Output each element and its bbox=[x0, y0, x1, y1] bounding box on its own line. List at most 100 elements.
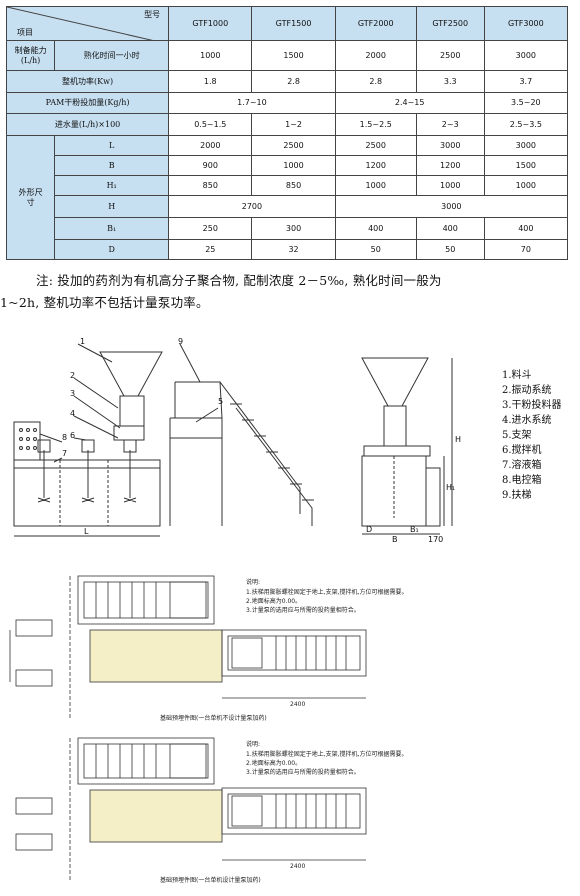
table-cell: 400 bbox=[334, 217, 417, 240]
model-header: GTF2500 bbox=[415, 6, 485, 41]
water-row: 进水量(L/h)×100 0.5~1.5 1~2 1.5~2.5 2~3 2.5… bbox=[5, 113, 569, 136]
dim-row-B: B 900 1000 1200 1200 1500 bbox=[7, 155, 569, 176]
legend-item: 5.支架 bbox=[502, 430, 532, 441]
dim-key: H bbox=[54, 195, 170, 218]
table-cell: 25 bbox=[168, 239, 253, 260]
table-cell: 2.8 bbox=[334, 70, 417, 93]
power-label: 整机功率(Kw) bbox=[5, 70, 170, 93]
plan1-caption: 基础预埋件图(一台单机不设计量泵加药) bbox=[160, 714, 267, 722]
dim-key: D bbox=[54, 239, 170, 260]
table-cell: 32 bbox=[251, 239, 336, 260]
plan2-note: 1.扶梯用膨胀螺栓固定于地上,支架,搅拌机,方位可根据需要。 bbox=[246, 750, 407, 758]
dim-key: H₁ bbox=[54, 175, 170, 196]
prep-label: 制备能力(L/h) bbox=[5, 40, 56, 71]
callout-4: 4 bbox=[70, 409, 75, 418]
dim-row-D: D 25 32 50 50 70 bbox=[7, 239, 569, 260]
legend-item: 3.干粉投料器 bbox=[502, 400, 562, 411]
dims-label: 外形尺寸 bbox=[5, 135, 56, 260]
note-line: 注: 投加的药剂为有机高分子聚合物, 配制浓度 2－5‰, 熟化时间一般为 bbox=[36, 273, 442, 288]
table-cell: 2000 bbox=[334, 40, 417, 71]
table-cell: 3.3 bbox=[415, 70, 485, 93]
table-cell: 850 bbox=[251, 175, 336, 196]
dim-row-H1: H₁ 850 850 1000 1000 1000 bbox=[7, 175, 569, 196]
table-cell: 1200 bbox=[415, 155, 485, 176]
table-cell: 400 bbox=[415, 217, 485, 240]
equipment-elevation-drawing: 1 2 3 4 5 6 7 8 9 L H H₁ B B₁ 170 D bbox=[13, 338, 461, 543]
legend-item: 8.电控箱 bbox=[502, 475, 542, 486]
dim-label-D: D bbox=[366, 525, 372, 534]
table-cell: 250 bbox=[168, 217, 253, 240]
dim-key: B bbox=[54, 155, 170, 176]
parts-legend: 1.料斗 2.振动系统 3.干粉投料器 4.进水系统 5.支架 6.搅拌机 7.… bbox=[502, 368, 562, 503]
table-cell: 2.4~15 bbox=[334, 92, 485, 114]
plan2-caption: 基础预埋件图(一台单机设计量泵加药) bbox=[160, 876, 261, 884]
table-cell: 300 bbox=[251, 217, 336, 240]
callout-5: 5 bbox=[218, 397, 223, 406]
table-cell: 2.8 bbox=[251, 70, 336, 93]
callout-6: 6 bbox=[70, 431, 75, 440]
table-cell: 1.5~2.5 bbox=[334, 113, 417, 136]
prep-sublabel: 熟化时间一小时 bbox=[54, 40, 170, 71]
prep-row: 制备能力(L/h) 熟化时间一小时 1000 1500 2000 2500 30… bbox=[5, 40, 569, 71]
table-cell: 3000 bbox=[415, 135, 485, 156]
table-cell: 2~3 bbox=[415, 113, 485, 136]
callout-2: 2 bbox=[70, 371, 75, 380]
table-cell: 1500 bbox=[251, 40, 336, 71]
callout-8: 8 bbox=[62, 433, 67, 442]
legend-item: 2.振动系统 bbox=[502, 385, 552, 396]
table-cell: 2700 bbox=[168, 195, 336, 218]
table-cell: 1.8 bbox=[168, 70, 253, 93]
legend-item: 7.溶液箱 bbox=[502, 460, 542, 471]
foundation-plan-drawings: 基础预埋件图(一台单机不设计量泵加药) 2400 说明: 1.扶梯用膨胀螺栓固定… bbox=[9, 575, 407, 884]
power-row: 整机功率(Kw) 1.8 2.8 2.8 3.3 3.7 bbox=[5, 70, 569, 93]
table-cell: 1000 bbox=[334, 175, 417, 196]
table-cell: 0.5~1.5 bbox=[168, 113, 253, 136]
table-cell: 2500 bbox=[334, 135, 417, 156]
table-cell: 3000 bbox=[483, 40, 569, 71]
table-cell: 50 bbox=[415, 239, 485, 260]
dim-label-170: 170 bbox=[428, 535, 443, 543]
table-cell: 1000 bbox=[483, 175, 569, 196]
header-diagonal bbox=[7, 7, 155, 41]
dim-label-L: L bbox=[84, 527, 89, 536]
plan2-dim-2400: 2400 bbox=[290, 863, 305, 870]
table-cell: 2500 bbox=[415, 40, 485, 71]
table-cell: 2500 bbox=[251, 135, 336, 156]
table-cell: 3000 bbox=[334, 195, 569, 218]
header-item-label: 项目 bbox=[17, 27, 33, 37]
callout-9: 9 bbox=[178, 338, 183, 346]
control-box bbox=[13, 421, 41, 461]
header-type-label: 型号 bbox=[144, 10, 161, 19]
dim-label-H1: H₁ bbox=[446, 483, 455, 492]
table-cell: 2000 bbox=[168, 135, 253, 156]
dim-key: L bbox=[54, 135, 170, 156]
callout-1: 1 bbox=[80, 338, 85, 346]
table-cell: 1000 bbox=[168, 40, 253, 71]
table-cell: 1500 bbox=[483, 155, 569, 176]
model-header: GTF2000 bbox=[334, 6, 417, 41]
table-cell: 400 bbox=[483, 217, 569, 240]
legend-item: 1.料斗 bbox=[502, 370, 532, 381]
header-row: 型号 项目 GTF1000 GTF1500 GTF2000 GTF2500 GT… bbox=[5, 6, 569, 41]
plan2-notes-title: 说明: bbox=[246, 740, 260, 748]
callout-7: 7 bbox=[62, 449, 67, 458]
table-cell: 1.7~10 bbox=[168, 92, 336, 114]
spec-table: 型号 项目 GTF1000 GTF1500 GTF2000 GTF2500 GT… bbox=[5, 6, 569, 260]
table-cell: 70 bbox=[483, 239, 569, 260]
plan1-dim-2400: 2400 bbox=[290, 701, 305, 708]
table-cell: 3.5~20 bbox=[483, 92, 569, 114]
note-line: 1~2h, 整机功率不包括计量泵功率。 bbox=[0, 295, 209, 310]
dim-label-H: H bbox=[455, 435, 461, 444]
note-paragraph: 注: 投加的药剂为有机高分子聚合物, 配制浓度 2－5‰, 熟化时间一般为 1~… bbox=[0, 270, 568, 314]
table-cell: 1000 bbox=[415, 175, 485, 196]
legend-item: 4.进水系统 bbox=[502, 415, 552, 426]
dim-row-L: 外形尺寸 L 2000 2500 2500 3000 3000 bbox=[5, 135, 569, 260]
table-cell: 1000 bbox=[251, 155, 336, 176]
water-label: 进水量(L/h)×100 bbox=[5, 113, 170, 136]
header-corner-cell: 型号 项目 bbox=[5, 6, 170, 41]
model-header: GTF3000 bbox=[483, 6, 569, 41]
table-cell: 1200 bbox=[334, 155, 417, 176]
table-cell: 3.7 bbox=[483, 70, 569, 93]
plan1-notes-title: 说明: bbox=[246, 578, 260, 586]
dim-key: B₁ bbox=[54, 217, 170, 240]
